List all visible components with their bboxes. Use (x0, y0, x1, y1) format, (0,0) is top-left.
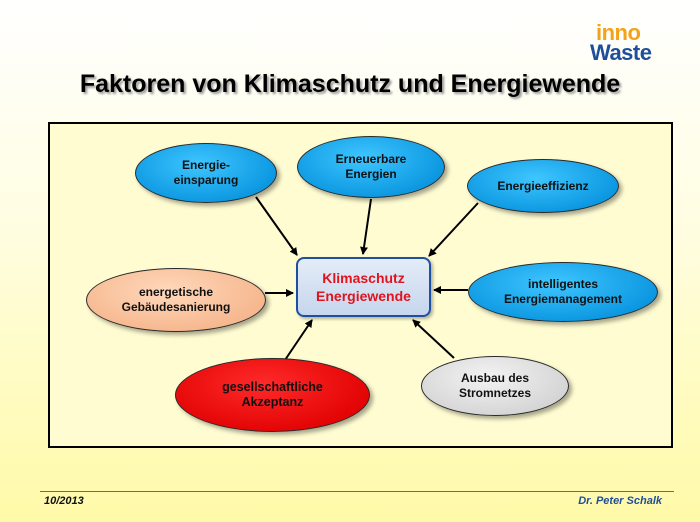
innowaste-logo: inno Waste (588, 20, 688, 70)
center-klimaschutz-energiewende: Klimaschutz Energiewende (296, 257, 431, 317)
node-gebaeudesanierung: energetische Gebäudesanierung (86, 268, 266, 332)
footer-divider (40, 491, 674, 492)
node-energieeffizienz: Energieeffizienz (467, 159, 619, 213)
node-stromnetze: Ausbau des Stromnetzes (421, 356, 569, 416)
logo-line-2: Waste (590, 40, 652, 65)
footer-date: 10/2013 (44, 495, 84, 507)
logo-line-1: inno (596, 20, 641, 45)
slide-title: Faktoren von Klimaschutz und Energiewend… (79, 70, 621, 98)
node-energiemanagement: intelligentes Energiemanagement (468, 262, 658, 322)
node-energieeinsparung: Energie- einsparung (135, 143, 277, 203)
node-erneuerbare-energien: Erneuerbare Energien (297, 136, 445, 198)
footer-author: Dr. Peter Schalk (578, 495, 662, 507)
node-akzeptanz: gesellschaftliche Akzeptanz (175, 358, 370, 432)
